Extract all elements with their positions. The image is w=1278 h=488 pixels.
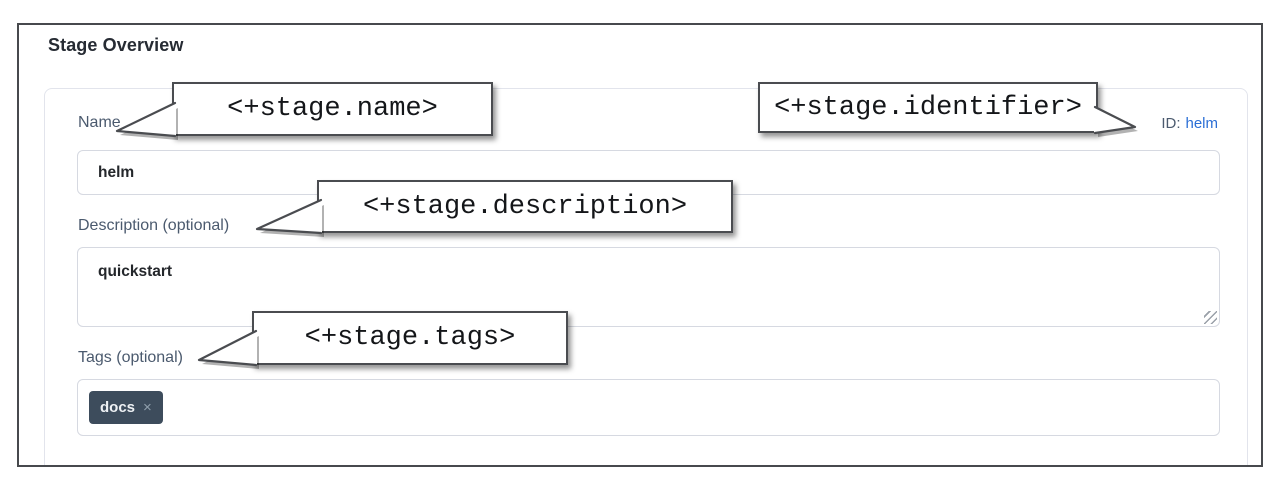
- page-title: Stage Overview: [48, 35, 184, 55]
- callout-stage-tags: <+stage.tags>: [252, 311, 568, 365]
- tags-input[interactable]: docs ×: [77, 379, 1220, 436]
- description-field-wrapper: quickstart: [77, 247, 1220, 327]
- resize-handle[interactable]: [1204, 311, 1217, 324]
- name-label: Name: [78, 114, 121, 131]
- tags-label: Tags (optional): [78, 349, 183, 366]
- stage-id-value: helm: [1185, 115, 1218, 132]
- callout-stage-identifier-text: <+stage.identifier>: [774, 92, 1082, 123]
- callout-stage-identifier: <+stage.identifier>: [758, 82, 1098, 133]
- callout-stage-name-text: <+stage.name>: [227, 94, 438, 124]
- callout-stage-tags-text: <+stage.tags>: [304, 323, 516, 353]
- description-label: Description (optional): [78, 217, 230, 234]
- callout-stage-description: <+stage.description>: [317, 180, 733, 233]
- id-label: ID:: [1161, 115, 1181, 132]
- description-textarea[interactable]: quickstart: [77, 247, 1220, 327]
- callout-stage-name: <+stage.name>: [172, 82, 493, 136]
- stage-overview-panel: Name ID:helm Description (optional) quic…: [44, 88, 1248, 465]
- remove-tag-icon[interactable]: ×: [143, 399, 152, 416]
- stage-id-row: ID:helm: [1161, 115, 1218, 132]
- tag-chip: docs ×: [89, 391, 163, 424]
- callout-stage-description-text: <+stage.description>: [362, 191, 688, 222]
- tag-chip-label: docs: [100, 399, 136, 416]
